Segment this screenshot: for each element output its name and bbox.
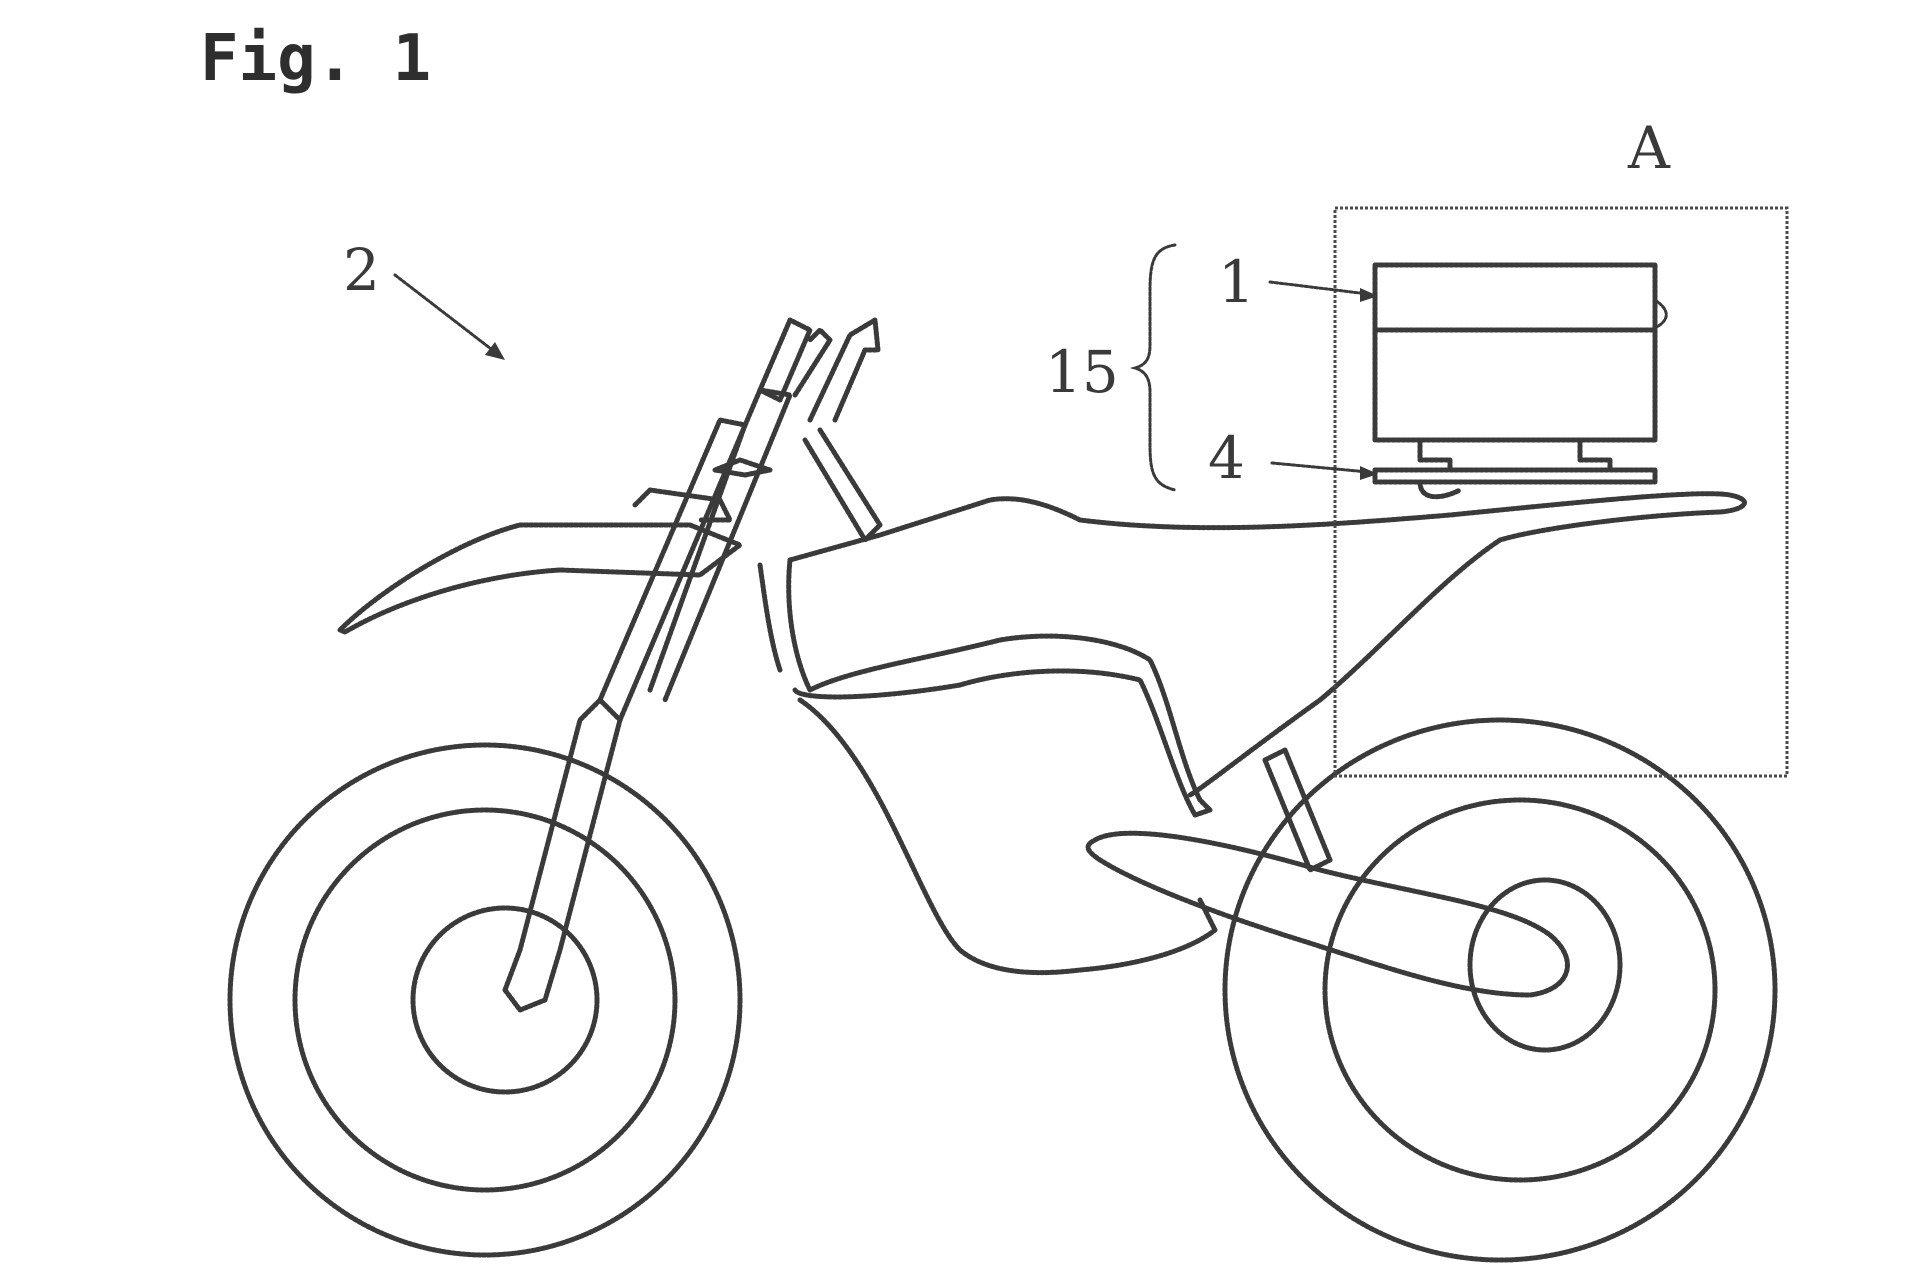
- reference-2-arrowhead: [485, 342, 505, 360]
- handlebar: [792, 317, 883, 543]
- frame-lower: [797, 697, 1218, 976]
- mount-reference: 4: [1208, 424, 1378, 492]
- reference-1-arrow-line: [1268, 280, 1370, 296]
- fender-bracket: [632, 487, 733, 523]
- mount-plate: [1372, 467, 1658, 485]
- assembly-reference: 15: [1045, 243, 1177, 492]
- tank-and-seat: [787, 491, 1747, 798]
- front-wheel: [227, 742, 743, 1258]
- rail-right: [1577, 437, 1613, 473]
- mount-bracket: [1417, 479, 1463, 500]
- rear-shock: [1262, 747, 1333, 873]
- swingarm: [1085, 830, 1570, 998]
- battery-housing: [1372, 262, 1658, 443]
- rear-wheel: [1222, 717, 1778, 1263]
- reference-4-arrowhead: [1360, 466, 1378, 480]
- assembly-brace: [1129, 243, 1177, 492]
- reference-4-arrow-line: [1270, 461, 1370, 474]
- front-fender: [337, 522, 743, 635]
- reference-4-label: 4: [1208, 424, 1245, 492]
- reference-1-arrowhead: [1360, 288, 1378, 302]
- reference-a-label: A: [1627, 114, 1671, 182]
- side-cover: [786, 557, 1213, 818]
- detail-region-a: A: [1333, 114, 1789, 778]
- frame-tube: [757, 562, 783, 673]
- battery-reference: 1: [1218, 248, 1378, 316]
- battery-handle: [1653, 298, 1668, 330]
- reference-2-arrow-line: [393, 273, 497, 354]
- figure-title: Fig. 1: [200, 22, 431, 96]
- battery-assembly: [1372, 262, 1668, 500]
- motorcycle-reference: 2: [343, 236, 505, 360]
- reference-15-label: 15: [1045, 338, 1119, 406]
- detail-box: [1333, 206, 1789, 778]
- reference-2-label: 2: [343, 236, 380, 304]
- reference-1-label: 1: [1218, 248, 1255, 316]
- rail-left: [1417, 437, 1453, 473]
- motorcycle-drawing: [227, 317, 1778, 1263]
- front-fork: [502, 317, 813, 1013]
